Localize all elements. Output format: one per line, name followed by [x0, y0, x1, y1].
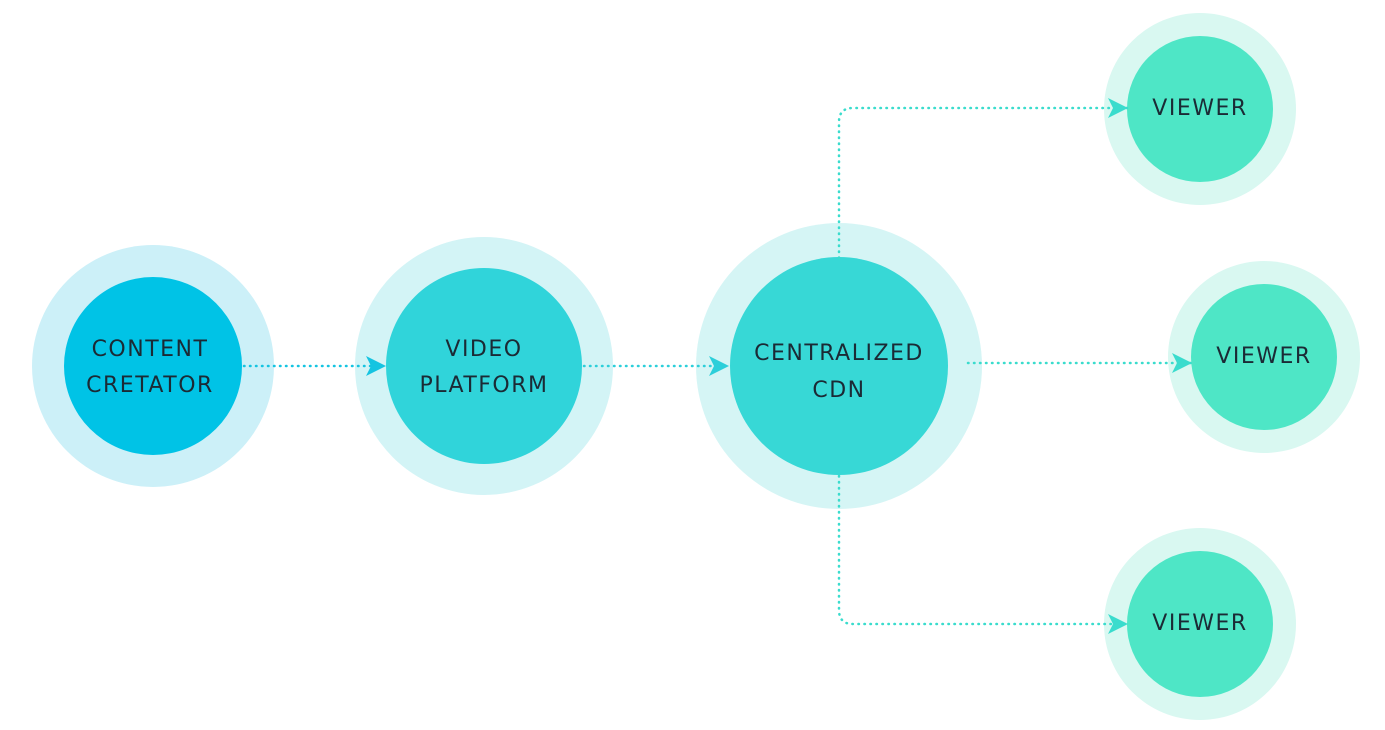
centralized-cdn-label-line-2: CDN	[812, 378, 865, 403]
centralized-cdn-circle	[730, 257, 948, 475]
viewer-bottom-circle	[1127, 551, 1273, 697]
video-platform-circle	[386, 268, 582, 464]
node-content-creator: CONTENT CRETATOR	[32, 245, 274, 487]
content-creator-label-line-1: CONTENT	[92, 337, 209, 362]
viewer-top-circle	[1127, 36, 1273, 182]
viewer-top-label: VIEWER	[1152, 96, 1247, 121]
node-viewer-top: VIEWER	[1104, 13, 1296, 205]
video-platform-label-line-2: PLATFORM	[419, 373, 548, 398]
content-creator-label-line-2: CRETATOR	[86, 373, 214, 398]
content-creator-circle	[64, 277, 242, 455]
centralized-cdn-label-line-1: CENTRALIZED	[754, 341, 924, 366]
video-platform-label-line-1: VIDEO	[445, 337, 522, 362]
edges	[242, 98, 1193, 634]
viewer-middle-circle	[1191, 284, 1337, 430]
viewer-middle-label: VIEWER	[1216, 344, 1311, 369]
node-video-platform: VIDEO PLATFORM	[355, 237, 613, 495]
node-viewer-bottom: VIEWER	[1104, 528, 1296, 720]
edge-cdn-to-viewer-bottom	[837, 474, 1129, 634]
viewer-bottom-label: VIEWER	[1152, 611, 1247, 636]
node-viewer-middle: VIEWER	[1168, 261, 1360, 453]
node-centralized-cdn: CENTRALIZED CDN	[696, 223, 982, 509]
